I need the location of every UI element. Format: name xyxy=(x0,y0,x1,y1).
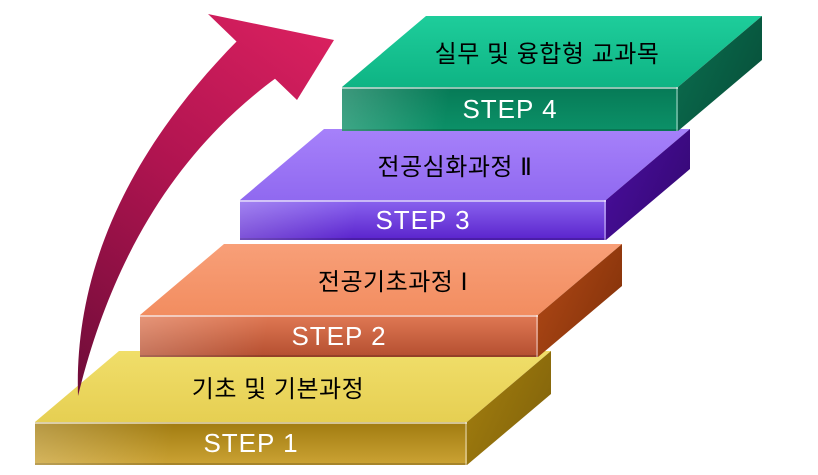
step-2-course-title: 전공기초과정 Ⅰ xyxy=(317,269,469,296)
step-4-front-face xyxy=(342,87,678,131)
step-2-step-label: STEP 2 xyxy=(291,320,387,351)
step-3-front-face xyxy=(240,200,606,240)
step-4-course-title: 실무 및 융합형 교과목 xyxy=(434,41,660,68)
step-3-step-label: STEP 3 xyxy=(375,204,471,235)
step-4-top-face xyxy=(342,16,762,87)
step-4-step-label: STEP 4 xyxy=(462,93,558,124)
step-3-course-title: 전공심화과정 Ⅱ xyxy=(377,154,533,181)
step-1-step-label: STEP 1 xyxy=(203,428,299,458)
step-3-top-face xyxy=(240,129,690,200)
step-1-front-face xyxy=(35,422,467,465)
